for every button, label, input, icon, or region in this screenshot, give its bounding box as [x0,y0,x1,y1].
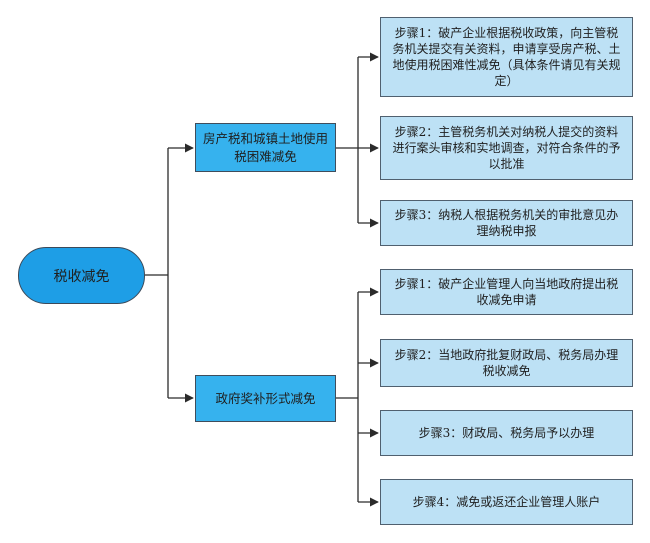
root-node: 税收减免 [18,247,145,304]
step-node-1-1: 步骤1：破产企业根据税收政策，向主管税务机关提交有关资料，申请享受房产税、土地使… [380,17,633,97]
step-text: 步骤2：主管税务机关对纳税人提交的资料进行案头审核和实地调查，对符合条件的予以批… [392,125,621,171]
step-text: 步骤4：减免或返还企业管理人账户 [412,495,601,509]
step-text: 步骤2：当地政府批复财政局、税务局办理税收减免 [394,348,619,378]
step-node-1-3: 步骤3：纳税人根据税务机关的审批意见办理纳税申报 [380,200,633,246]
branch-node-government-subsidy: 政府奖补形式减免 [195,375,336,422]
step-text: 步骤1：破产企业管理人向当地政府提出税收减免申请 [394,277,619,307]
step-text: 步骤1：破产企业根据税收政策，向主管税务机关提交有关资料，申请享受房产税、土地使… [392,26,621,88]
step-node-2-3: 步骤3：财政局、税务局予以办理 [380,410,633,456]
step-text: 步骤3：财政局、税务局予以办理 [418,426,595,440]
connector-branch-1-trunk [336,57,359,223]
root-label: 税收减免 [53,268,110,285]
branch-label: 房产税和城镇土地使用税困难减免 [202,130,328,164]
branch-label: 政府奖补形式减免 [215,390,316,406]
branch-node-property-tax: 房产税和城镇土地使用税困难减免 [195,123,336,172]
step-node-2-1: 步骤1：破产企业管理人向当地政府提出税收减免申请 [380,269,633,315]
connector-root-trunk [145,148,169,398]
step-node-1-2: 步骤2：主管税务机关对纳税人提交的资料进行案头审核和实地调查，对符合条件的予以批… [380,116,633,180]
connector-branch-2-trunk [336,292,359,502]
step-node-2-4: 步骤4：减免或返还企业管理人账户 [380,479,633,525]
step-node-2-2: 步骤2：当地政府批复财政局、税务局办理税收减免 [380,339,633,387]
step-text: 步骤3：纳税人根据税务机关的审批意见办理纳税申报 [394,208,619,238]
